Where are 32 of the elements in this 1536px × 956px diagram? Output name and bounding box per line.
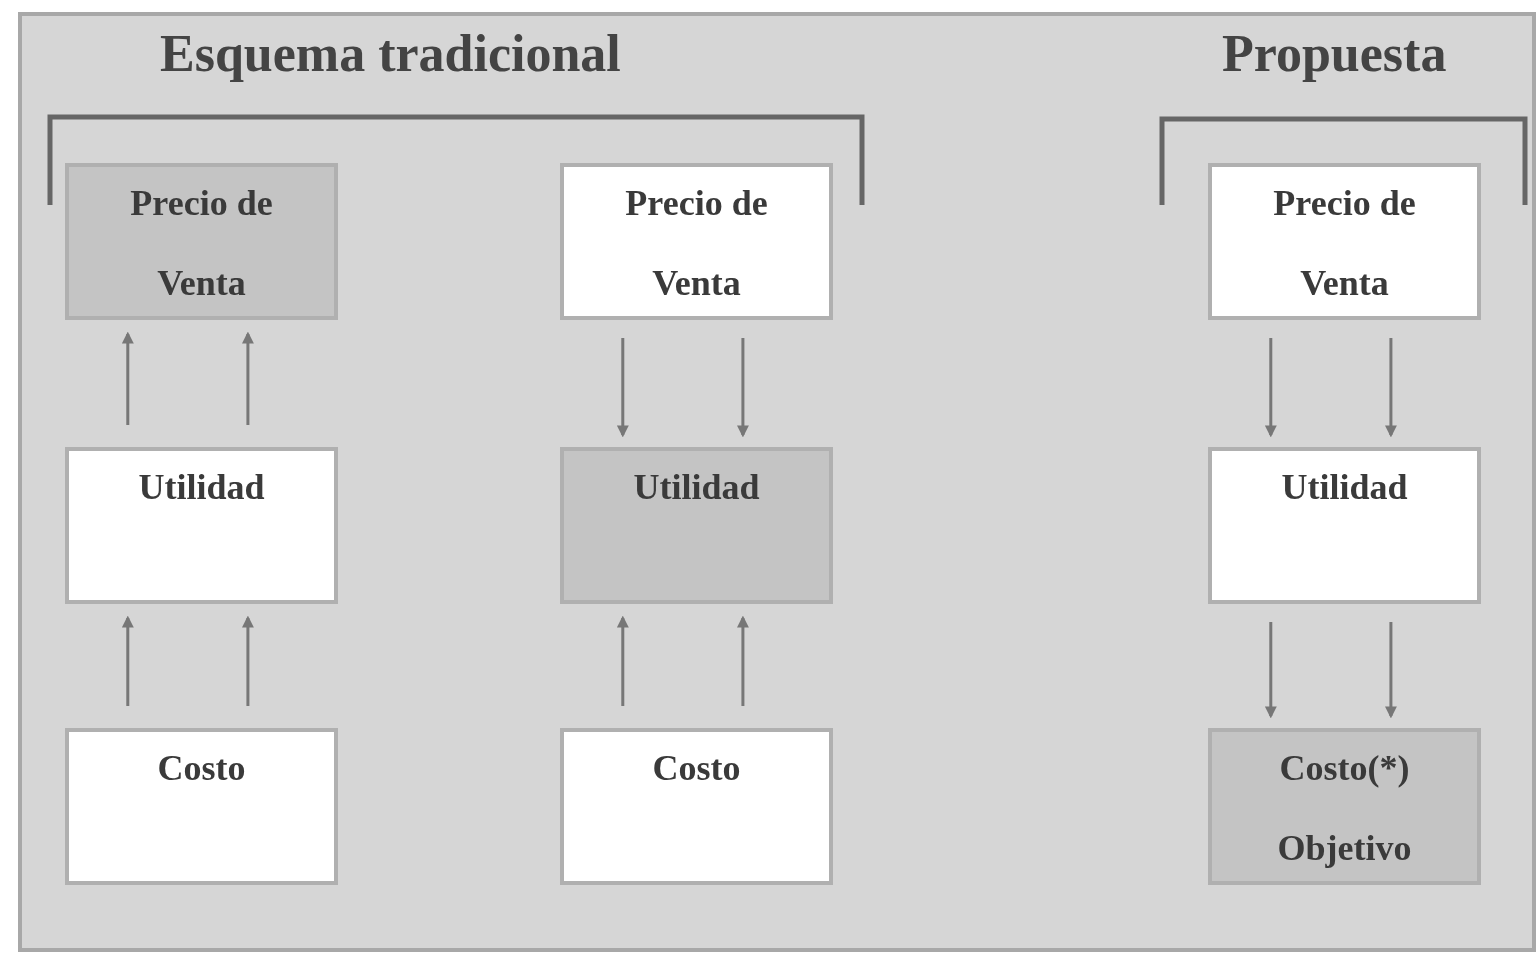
arrow (121, 615, 134, 706)
arrow (1264, 622, 1277, 719)
section-title: Esquema tradicional (160, 28, 621, 80)
arrow (736, 615, 749, 706)
box-label: Costo (157, 747, 246, 790)
process-box (65, 728, 338, 885)
process-box (1208, 163, 1481, 320)
arrow (616, 338, 629, 438)
process-box (560, 447, 833, 604)
arrow (1264, 338, 1277, 438)
arrow (1384, 622, 1397, 719)
arrow (241, 331, 254, 425)
box-label: Utilidad (138, 466, 265, 509)
process-box (1208, 447, 1481, 604)
process-box (560, 728, 833, 885)
box-label: Utilidad (1281, 466, 1408, 509)
process-box (1208, 728, 1481, 885)
arrow (121, 331, 134, 425)
box-label: Costo (652, 747, 741, 790)
section-title: Propuesta (1222, 28, 1447, 80)
arrow (241, 615, 254, 706)
arrow (1384, 338, 1397, 438)
process-box (65, 163, 338, 320)
process-box (65, 447, 338, 604)
process-box (560, 163, 833, 320)
arrow (616, 615, 629, 706)
box-label: Precio de Venta (1272, 182, 1417, 305)
box-label: Costo(*) Objetivo (1276, 747, 1413, 870)
box-label: Utilidad (633, 466, 760, 509)
box-label: Precio de Venta (129, 182, 274, 305)
arrow (736, 338, 749, 438)
box-label: Precio de Venta (624, 182, 769, 305)
